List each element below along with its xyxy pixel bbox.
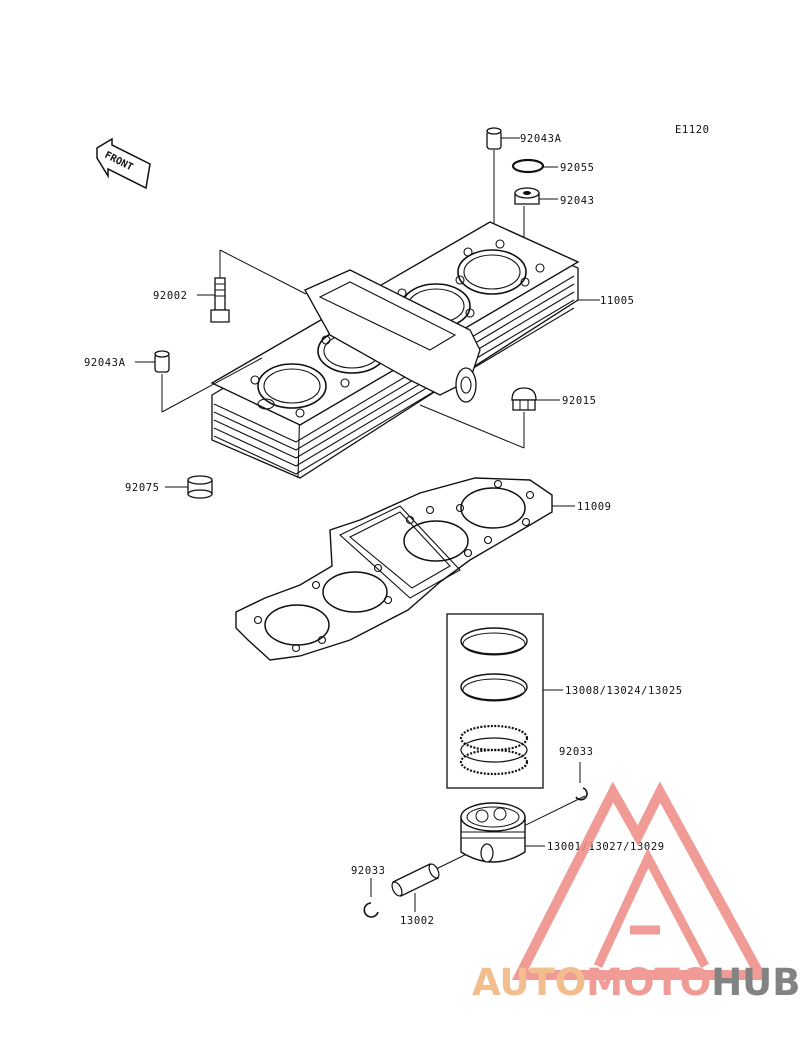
label-92033-left: 92033	[351, 865, 386, 877]
label-92043A-top: 92043A	[520, 133, 562, 145]
front-arrow-icon: FRONT	[96, 137, 151, 190]
part-piston: 13001/13027/13029	[429, 795, 665, 873]
label-13002: 13002	[400, 915, 435, 927]
label-11005: 11005	[600, 295, 635, 307]
part-92015-capnut: 92015	[419, 387, 597, 449]
part-92043-dowel: 92043	[514, 187, 595, 250]
watermark-moto: MOTO	[586, 961, 711, 1004]
part-92033-clip-right: 92033	[559, 746, 594, 801]
svg-text:AUTOMOTOHUB: AUTOMOTOHUB	[472, 961, 800, 1004]
part-92043A-left: 92043A	[84, 350, 263, 413]
label-92075: 92075	[125, 482, 160, 494]
label-piston: 13001/13027/13029	[547, 841, 665, 853]
part-13002-pin: 13002	[391, 863, 440, 927]
diagram-code: E1120	[675, 124, 710, 136]
label-11009: 11009	[577, 501, 612, 513]
label-92002: 92002	[153, 290, 188, 302]
label-92015: 92015	[562, 395, 597, 407]
base-gasket: 11009	[235, 477, 612, 661]
part-92075-plug: 92075	[125, 475, 213, 499]
label-92043: 92043	[560, 195, 595, 207]
part-92033-clip-left: 92033	[351, 865, 386, 918]
watermark-hub: HUB	[711, 961, 800, 1004]
piston-rings-set: 13008/13024/13025	[446, 613, 683, 789]
watermark-auto: AUTO	[472, 961, 586, 1004]
cylinder-block: 11005	[210, 221, 635, 479]
part-92002-bolt: 92002	[153, 249, 307, 323]
label-92033-right: 92033	[559, 746, 594, 758]
label-92055: 92055	[560, 162, 595, 174]
label-rings: 13008/13024/13025	[565, 685, 683, 697]
part-92055-oring: 92055	[511, 158, 595, 174]
watermark-logo: AUTOMOTOHUB	[472, 781, 800, 1004]
part-92043A-top: 92043A	[486, 127, 562, 240]
label-92043A-left: 92043A	[84, 357, 126, 369]
